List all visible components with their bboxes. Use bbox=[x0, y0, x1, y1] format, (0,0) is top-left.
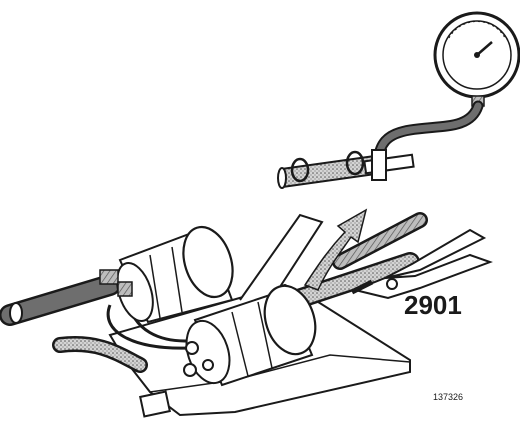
figure-number: 137326 bbox=[433, 392, 463, 402]
tool-number: 2901 bbox=[404, 290, 462, 320]
hose-clamp-pliers-icon bbox=[350, 228, 493, 300]
fuel-hoses bbox=[0, 212, 428, 373]
pressure-gauge-icon bbox=[433, 11, 520, 107]
fuel-pump-rear bbox=[99, 225, 234, 324]
gauge-hose bbox=[372, 100, 484, 166]
fuel-pump-front bbox=[183, 284, 317, 387]
arrow-icon bbox=[303, 208, 368, 291]
tee-adapter bbox=[277, 149, 415, 189]
